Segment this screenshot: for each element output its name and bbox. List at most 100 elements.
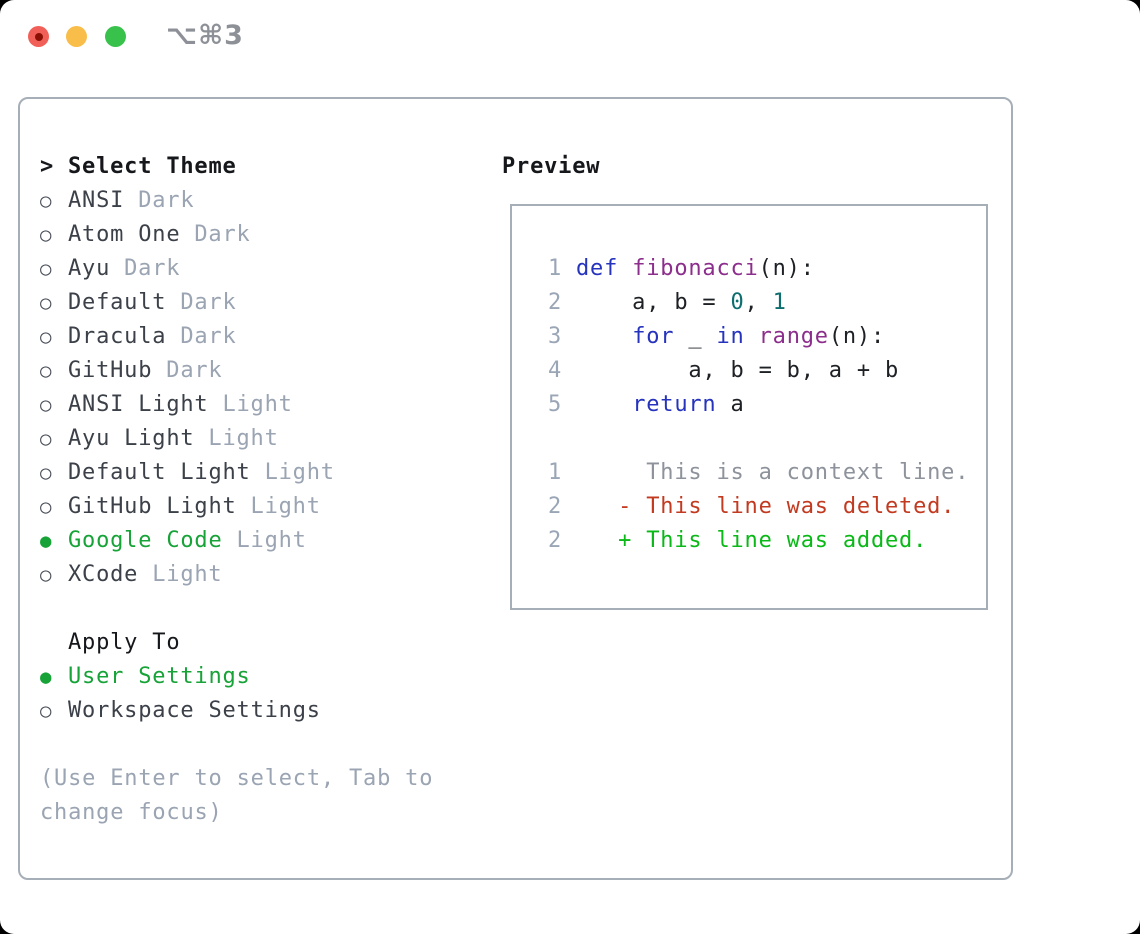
theme-name: GitHub [68, 358, 153, 383]
theme-name: Ayu [68, 256, 111, 281]
theme-name: ANSI Light [68, 392, 209, 417]
theme-variant-tag: Light [264, 460, 335, 485]
theme-name: Ayu Light [68, 426, 195, 451]
line-content: + This line was added. [576, 528, 928, 553]
apply-to-title: Apply To [68, 630, 181, 655]
theme-name: GitHub Light [68, 494, 237, 519]
hint-line-2: change focus) [40, 800, 223, 825]
preview-line: 2 + This line was added. [512, 524, 986, 558]
theme-item-dracula[interactable]: ○ Dracula Dark [40, 320, 433, 354]
select-theme-title: Select Theme [68, 154, 237, 179]
theme-variant-tag: Dark [194, 222, 251, 247]
apply-to-options: ●User Settings ○ Workspace Settings [40, 660, 433, 728]
radio-unselected-icon: ○ [40, 258, 53, 280]
line-content: a, b = 0, 1 [576, 290, 787, 315]
line-content: for _ in range(n): [632, 324, 886, 349]
theme-name: ANSI [68, 188, 125, 213]
line-number [512, 422, 562, 456]
line-content [562, 422, 576, 456]
theme-item-ayu[interactable]: ○ Ayu Dark [40, 252, 433, 286]
theme-item-xcode[interactable]: ○ XCode Light [40, 558, 433, 592]
apply-option-user-settings[interactable]: ●User Settings [40, 660, 433, 694]
option-label: User Settings [68, 664, 251, 689]
theme-name: Google Code [68, 528, 223, 553]
preview-line: 2 a, b = 0, 1 [512, 286, 986, 320]
theme-item-google-code[interactable]: ● Google Code Light [40, 524, 433, 558]
spacer-row [40, 728, 433, 762]
theme-variant-tag: Light [250, 494, 321, 519]
line-number: 3 [547, 324, 562, 349]
radio-unselected-icon: ○ [40, 326, 53, 348]
theme-name: XCode [68, 562, 139, 587]
theme-variant-tag: Dark [138, 188, 195, 213]
hint-line-1: (Use Enter to select, Tab to [40, 766, 434, 791]
radio-unselected-icon: ○ [40, 394, 53, 416]
preview-title: Preview [502, 154, 601, 179]
line-number: 5 [547, 392, 562, 417]
line-number: 4 [547, 358, 562, 383]
minimize-button[interactable] [66, 26, 87, 47]
theme-item-github[interactable]: ○ GitHub Dark [40, 354, 433, 388]
radio-unselected-icon: ○ [40, 190, 53, 212]
spacer-row [40, 592, 433, 626]
radio-unselected-icon: ○ [40, 360, 53, 382]
theme-variant-tag: Dark [180, 290, 237, 315]
theme-variant-tag: Dark [180, 324, 237, 349]
theme-name: Default [68, 290, 167, 315]
preview-line [512, 422, 986, 456]
window-shortcut-label: ⌥⌘3 [166, 20, 244, 51]
close-button[interactable] [28, 26, 49, 47]
maximize-button[interactable] [105, 26, 126, 47]
radio-unselected-icon: ○ [40, 224, 53, 246]
line-content: - This line was deleted. [576, 494, 956, 519]
line-number: 1 [547, 256, 562, 281]
theme-item-ayu-light[interactable]: ○ Ayu Light Light [40, 422, 433, 456]
preview-line: 1 def fibonacci(n): [512, 252, 986, 286]
preview-line: 2 - This line was deleted. [512, 490, 986, 524]
radio-unselected-icon: ○ [40, 462, 53, 484]
preview-line: 4 a, b = b, a + b [512, 354, 986, 388]
theme-variant-tag: Light [222, 392, 293, 417]
theme-item-ansi[interactable]: ○ ANSI Dark [40, 184, 433, 218]
theme-variant-tag: Light [152, 562, 223, 587]
theme-item-ansi-light[interactable]: ○ ANSI Light Light [40, 388, 433, 422]
radio-unselected-icon: ○ [40, 700, 53, 722]
radio-unselected-icon: ○ [40, 428, 53, 450]
apply-to-header: Apply To [40, 626, 433, 660]
theme-name: Dracula [68, 324, 167, 349]
theme-variant-tag: Dark [124, 256, 181, 281]
line-number: 2 [547, 528, 562, 553]
radio-unselected-icon: ○ [40, 496, 53, 518]
theme-variant-tag: Light [208, 426, 279, 451]
theme-item-atom-one[interactable]: ○ Atom One Dark [40, 218, 433, 252]
line-number: 2 [547, 494, 562, 519]
preview-line: 1 This is a context line. [512, 456, 986, 490]
option-label: Workspace Settings [68, 698, 321, 723]
preview-line: 5 return a [512, 388, 986, 422]
theme-name: Atom One [68, 222, 181, 247]
line-number: 1 [547, 460, 562, 485]
theme-variant-tag: Light [236, 528, 307, 553]
theme-variant-tag: Dark [166, 358, 223, 383]
radio-selected-icon: ● [40, 530, 53, 552]
line-content: def fibonacci(n): [576, 256, 815, 281]
line-content: a, b = b, a + b [576, 358, 900, 383]
radio-unselected-icon: ○ [40, 564, 53, 586]
line-content: return a [632, 392, 745, 417]
select-theme-header: > Select Theme [40, 150, 433, 184]
apply-option-workspace-settings[interactable]: ○ Workspace Settings [40, 694, 433, 728]
preview-line: 3 for _ in range(n): [512, 320, 986, 354]
focus-caret-icon: > [40, 154, 55, 179]
line-number: 2 [547, 290, 562, 315]
unsaved-dot-icon [34, 32, 43, 41]
line-content: This is a context line. [576, 460, 970, 485]
theme-item-github-light[interactable]: ○ GitHub Light Light [40, 490, 433, 524]
